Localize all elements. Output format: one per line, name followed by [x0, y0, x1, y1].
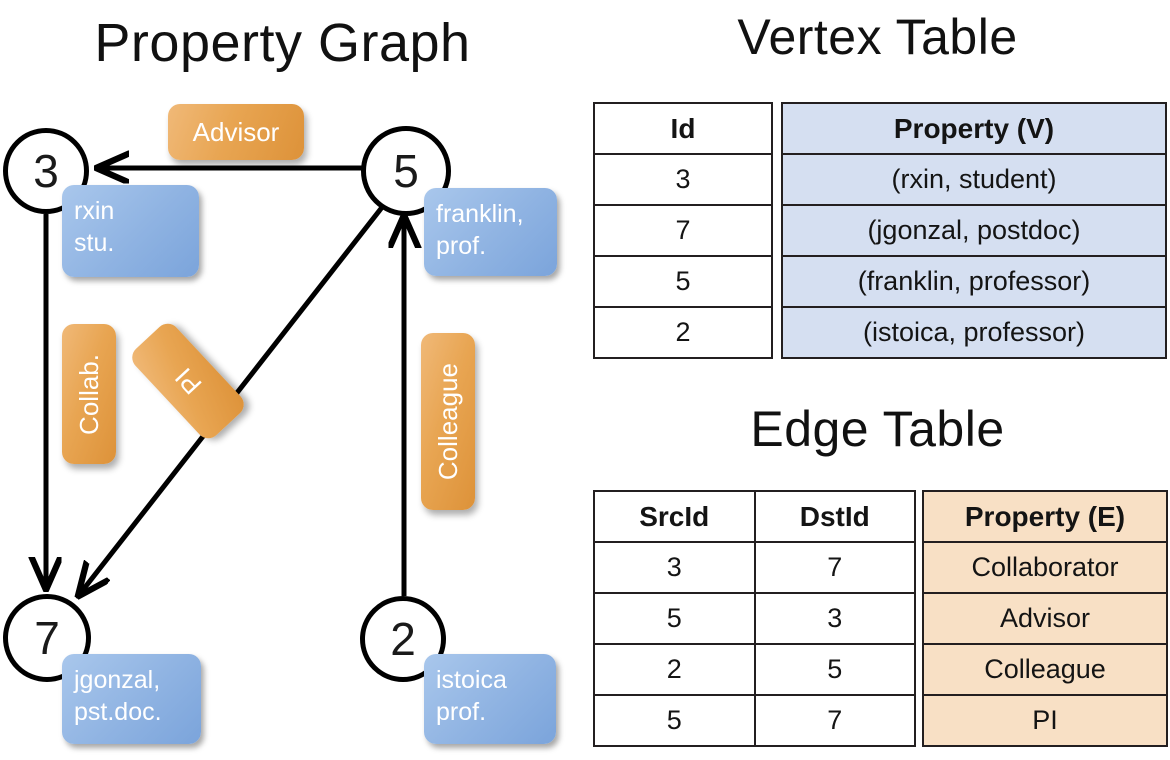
table-row[interactable]: Advisor — [922, 592, 1168, 645]
edge-cell-dstid: 7 — [753, 694, 916, 747]
graph-node-3-label: 3 — [33, 145, 59, 197]
table-row[interactable]: (rxin, student) — [781, 153, 1167, 206]
vertex-cell-id: 7 — [593, 204, 773, 257]
node-property-box-3[interactable]: rxin stu. — [62, 185, 199, 277]
graph-node-5[interactable]: 5 — [361, 126, 451, 216]
edge-label-collab[interactable]: Collab. — [62, 324, 116, 464]
table-header-row: Id — [593, 102, 773, 155]
graph-node-5-label: 5 — [393, 145, 419, 197]
edge-cell-srcid: 5 — [593, 694, 756, 747]
page-title-property-graph: Property Graph — [94, 13, 471, 73]
edge-label-advisor[interactable]: Advisor — [168, 104, 304, 160]
table-row[interactable]: 2 5 — [593, 643, 916, 696]
table-row[interactable]: 7 — [593, 204, 773, 257]
table-row[interactable]: 2 — [593, 306, 773, 359]
edge-cell-property: PI — [922, 694, 1168, 747]
table-row[interactable]: (istoica, professor) — [781, 306, 1167, 359]
edge-cell-property: Collaborator — [922, 541, 1168, 594]
edge-header-property: Property (E) — [922, 490, 1168, 543]
table-row[interactable]: PI — [922, 694, 1168, 747]
page-title-vertex-table: Vertex Table — [737, 9, 1018, 65]
node-property-2-line1: istoica — [436, 666, 507, 694]
table-header-row: SrcId DstId — [593, 490, 916, 543]
vertex-table-id-column: Id 3 7 5 2 — [593, 102, 773, 359]
table-row[interactable]: (jgonzal, postdoc) — [781, 204, 1167, 257]
node-property-5-line2: prof. — [436, 232, 487, 260]
graph-node-7-label: 7 — [34, 612, 60, 664]
page-title-edge-table: Edge Table — [750, 401, 1005, 457]
edge-label-collab-text: Collab. — [73, 353, 104, 435]
table-row[interactable]: 5 3 — [593, 592, 916, 645]
table-row[interactable]: 3 — [593, 153, 773, 206]
edge-cell-srcid: 2 — [593, 643, 756, 696]
node-property-7-line1: jgonzal, — [74, 666, 161, 694]
vertex-cell-id: 5 — [593, 255, 773, 308]
edge-cell-srcid: 3 — [593, 541, 756, 594]
vertex-cell-property: (istoica, professor) — [781, 306, 1167, 359]
edge-header-srcid: SrcId — [593, 490, 756, 543]
vertex-header-id: Id — [593, 102, 773, 155]
table-header-row: Property (E) — [922, 490, 1168, 543]
node-property-3-line2: stu. — [74, 229, 115, 257]
vertex-cell-id: 2 — [593, 306, 773, 359]
table-header-row: Property (V) — [781, 102, 1167, 155]
table-row[interactable]: (franklin, professor) — [781, 255, 1167, 308]
graph-node-2[interactable]: 2 — [360, 596, 446, 682]
edge-cell-dstid: 5 — [753, 643, 916, 696]
edge-label-advisor-text: Advisor — [192, 116, 280, 147]
table-row[interactable]: Colleague — [922, 643, 1168, 696]
edge-cell-property: Advisor — [922, 592, 1168, 645]
edge-cell-srcid: 5 — [593, 592, 756, 645]
table-row[interactable]: Collaborator — [922, 541, 1168, 594]
node-property-5-line1: franklin, — [436, 200, 524, 228]
table-row[interactable]: 5 — [593, 255, 773, 308]
vertex-cell-property: (rxin, student) — [781, 153, 1167, 206]
edge-label-colleague-text: Colleague — [432, 362, 463, 481]
node-property-box-2[interactable]: istoica prof. — [424, 654, 556, 744]
node-property-box-7[interactable]: jgonzal, pst.doc. — [62, 654, 201, 744]
node-property-box-5[interactable]: franklin, prof. — [424, 188, 557, 276]
edge-header-dstid: DstId — [753, 490, 916, 543]
property-graph-diagram: 3 5 7 2 rxin stu. franklin, prof. jgonza… — [3, 104, 557, 744]
node-property-2-line2: prof. — [436, 698, 487, 726]
edge-table-id-columns: SrcId DstId 3 7 5 3 2 5 5 7 — [593, 490, 916, 747]
graph-node-2-label: 2 — [390, 613, 416, 665]
edge-label-pi-text: PI — [168, 362, 207, 401]
vertex-cell-property: (franklin, professor) — [781, 255, 1167, 308]
edge-label-colleague[interactable]: Colleague — [421, 333, 475, 510]
vertex-cell-property: (jgonzal, postdoc) — [781, 204, 1167, 257]
vertex-table-property-column: Property (V) (rxin, student) (jgonzal, p… — [781, 102, 1167, 359]
vertex-cell-id: 3 — [593, 153, 773, 206]
edge-cell-dstid: 3 — [753, 592, 916, 645]
node-property-3-line1: rxin — [74, 197, 115, 225]
node-property-7-line2: pst.doc. — [74, 698, 162, 726]
edge-cell-dstid: 7 — [753, 541, 916, 594]
table-row[interactable]: 5 7 — [593, 694, 916, 747]
edge-cell-property: Colleague — [922, 643, 1168, 696]
edge-table-property-column: Property (E) Collaborator Advisor Collea… — [922, 490, 1168, 747]
table-row[interactable]: 3 7 — [593, 541, 916, 594]
vertex-header-property: Property (V) — [781, 102, 1167, 155]
